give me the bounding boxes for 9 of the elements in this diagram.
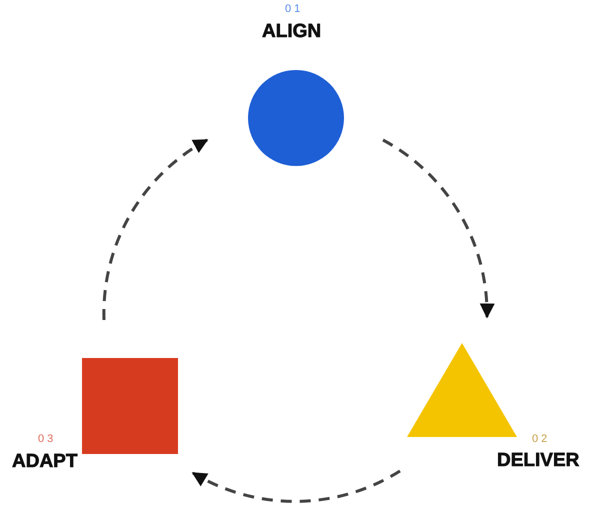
step-title: ALIGN: [262, 21, 322, 43]
dashed-arrow: [102, 138, 208, 320]
dashed-arrow: [382, 138, 494, 318]
step-title: ADAPT: [12, 451, 78, 473]
dashed-arrow: [192, 470, 401, 503]
step-number: 03: [38, 433, 56, 446]
step-number: 01: [285, 3, 304, 16]
step-title: DELIVER: [497, 450, 580, 472]
step-number: 02: [532, 433, 550, 446]
